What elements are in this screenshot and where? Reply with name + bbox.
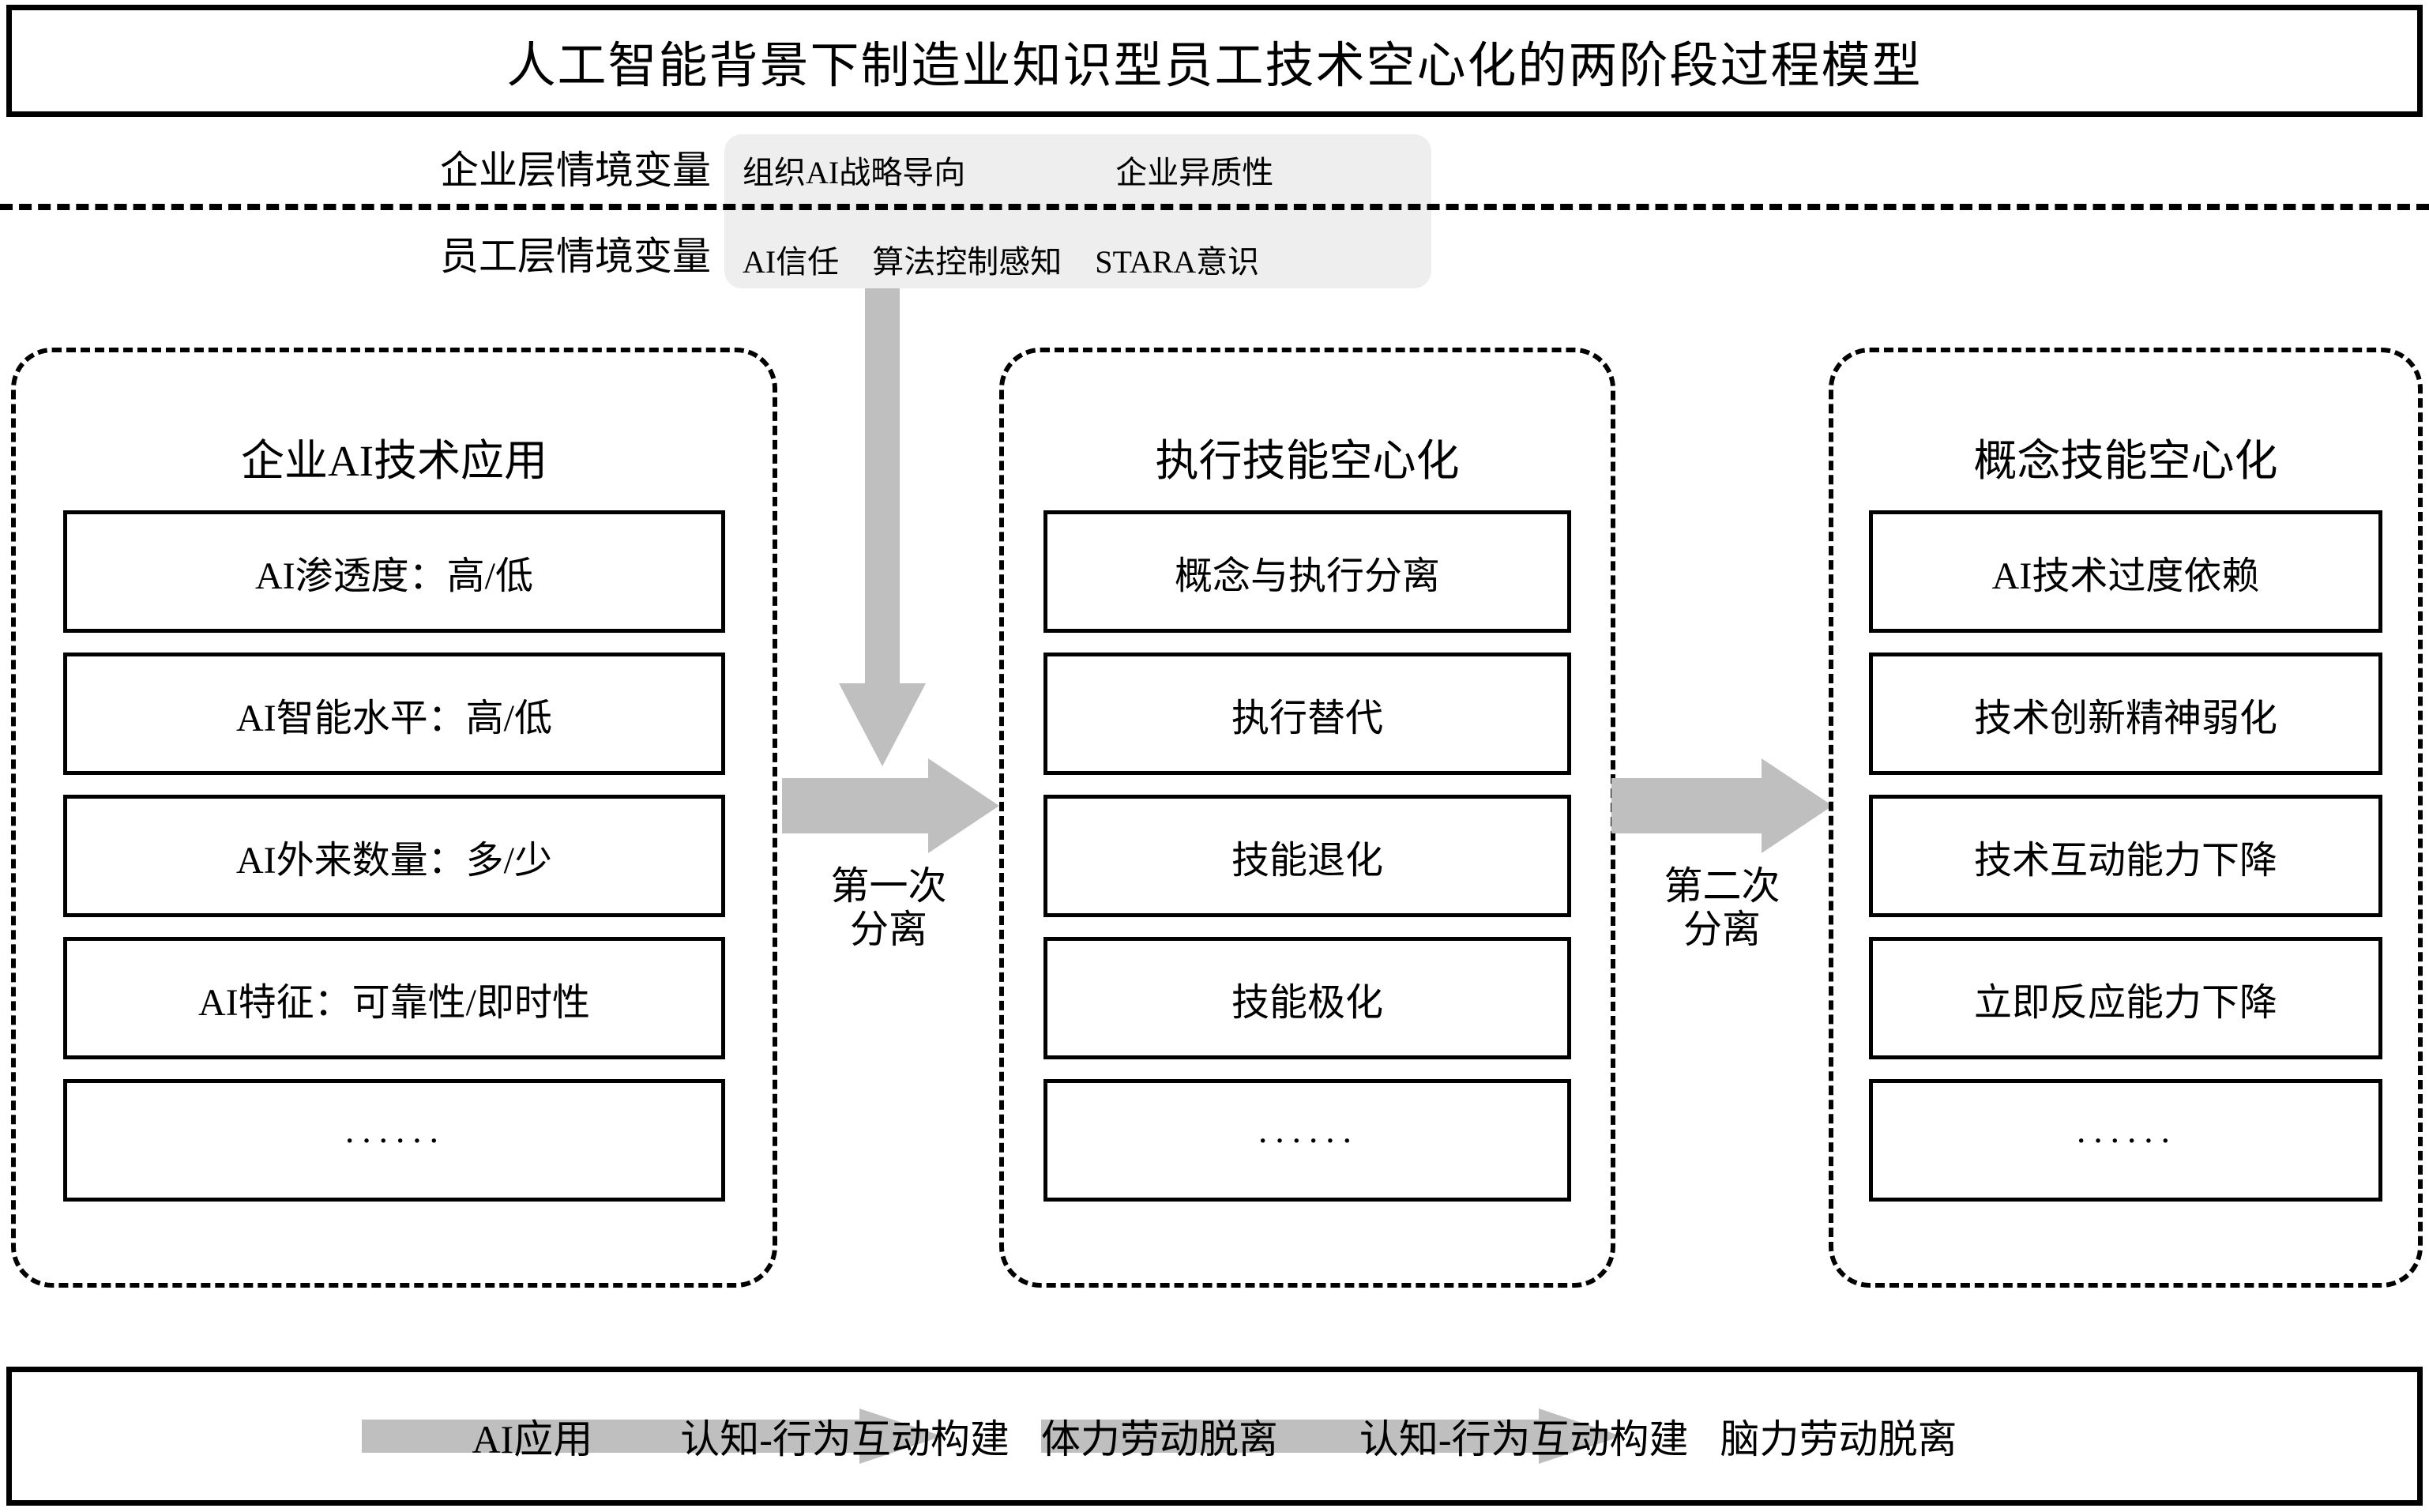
stage-1-title: 企业AI技术应用 xyxy=(240,437,548,485)
legend-arrow-1-label: 认知-行为互动构建 xyxy=(680,1417,1010,1461)
employee-level-items: AI信任 算法控制感知 STARA意识 xyxy=(743,228,1422,291)
employee-level-item-0: AI信任 xyxy=(743,244,840,280)
stage-2-title: 执行技能空心化 xyxy=(1155,437,1460,485)
transition-1-label: 第一次 分离 xyxy=(774,864,1003,952)
firm-level-item-0: 组织AI战略导向 xyxy=(743,155,966,190)
stage-1-item-3: AI特征：可靠性/即时性 xyxy=(63,937,725,1059)
legend-start-label: AI应用 xyxy=(472,1417,593,1461)
stage-3-title: 概念技能空心化 xyxy=(1973,437,2278,485)
stage-1-item-2: AI外来数量：多/少 xyxy=(63,795,725,917)
stage-panel-ai-application: 企业AI技术应用 AI渗透度：高/低 AI智能水平：高/低 AI外来数量：多/少… xyxy=(11,348,777,1288)
stage-1-item-4: ······ xyxy=(63,1079,725,1202)
page-title: 人工智能背景下制造业知识型员工技术空心化的两阶段过程模型 xyxy=(506,39,1923,93)
stage-3-item-2: 技术互动能力下降 xyxy=(1869,795,2382,917)
stage-1-item-list: AI渗透度：高/低 AI智能水平：高/低 AI外来数量：多/少 AI特征：可靠性… xyxy=(16,510,773,1202)
firm-level-items: 组织AI战略导向 企业异质性 xyxy=(743,138,1422,201)
stage-2-item-4: ······ xyxy=(1043,1079,1571,1202)
transition-1-label-line2: 分离 xyxy=(849,907,927,951)
legend-arrow-1-icon xyxy=(362,1409,943,1464)
firm-level-item-1: 企业异质性 xyxy=(1115,155,1274,190)
stage-1-item-1: AI智能水平：高/低 xyxy=(63,653,725,775)
context-variables-panel xyxy=(724,134,1431,288)
legend-box: AI应用 认知-行为互动构建 体力劳动脱离 认知-行为互动构建 脑力劳动脱离 xyxy=(6,1367,2423,1506)
stage-2-item-0: 概念与执行分离 xyxy=(1043,510,1571,633)
legend-mid-label: 体力劳动脱离 xyxy=(1040,1417,1278,1461)
stage-2-item-list: 概念与执行分离 执行替代 技能退化 技能极化 ······ xyxy=(1004,510,1611,1202)
stage-panel-conceptual-skill-hollowing: 概念技能空心化 AI技术过度依赖 技术创新精神弱化 技术互动能力下降 立即反应能… xyxy=(1829,348,2423,1288)
transition-1-label-line1: 第一次 xyxy=(830,864,947,908)
stage-2-item-3: 技能极化 xyxy=(1043,937,1571,1059)
stage-3-item-0: AI技术过度依赖 xyxy=(1869,510,2382,633)
stage-3-item-3: 立即反应能力下降 xyxy=(1869,937,2382,1059)
stage-3-item-1: 技术创新精神弱化 xyxy=(1869,653,2382,775)
legend-arrow-2-icon xyxy=(1040,1409,1622,1464)
transition-2-label: 第二次 分离 xyxy=(1604,864,1841,952)
firm-level-label: 企业层情境变量 xyxy=(439,149,711,192)
employee-level-label: 员工层情境变量 xyxy=(439,235,711,278)
level-divider xyxy=(0,204,2429,210)
legend-end-label: 脑力劳动脱离 xyxy=(1720,1417,1957,1461)
stage-2-item-1: 执行替代 xyxy=(1043,653,1571,775)
employee-level-item-2: STARA意识 xyxy=(1095,244,1260,280)
transition-2-label-line1: 第二次 xyxy=(1664,864,1780,908)
stage-3-item-list: AI技术过度依赖 技术创新精神弱化 技术互动能力下降 立即反应能力下降 ····… xyxy=(1833,510,2418,1202)
legend-arrow-2-label: 认知-行为互动构建 xyxy=(1359,1417,1689,1461)
stage-1-item-0: AI渗透度：高/低 xyxy=(63,510,725,633)
stage-2-item-2: 技能退化 xyxy=(1043,795,1571,917)
transition-2-right-arrow-icon xyxy=(1611,758,1833,853)
employee-level-item-1: 算法控制感知 xyxy=(872,244,1062,280)
diagram-title-box: 人工智能背景下制造业知识型员工技术空心化的两阶段过程模型 xyxy=(6,5,2423,117)
transition-2-label-line2: 分离 xyxy=(1683,907,1761,951)
transition-1-right-arrow-icon xyxy=(782,758,999,853)
stage-panel-execution-skill-hollowing: 执行技能空心化 概念与执行分离 执行替代 技能退化 技能极化 ······ xyxy=(999,348,1615,1288)
legend-row: AI应用 认知-行为互动构建 体力劳动脱离 认知-行为互动构建 脑力劳动脱离 xyxy=(12,1372,2417,1500)
context-to-stage-down-arrow-icon xyxy=(839,288,926,766)
stage-3-item-4: ······ xyxy=(1869,1079,2382,1202)
